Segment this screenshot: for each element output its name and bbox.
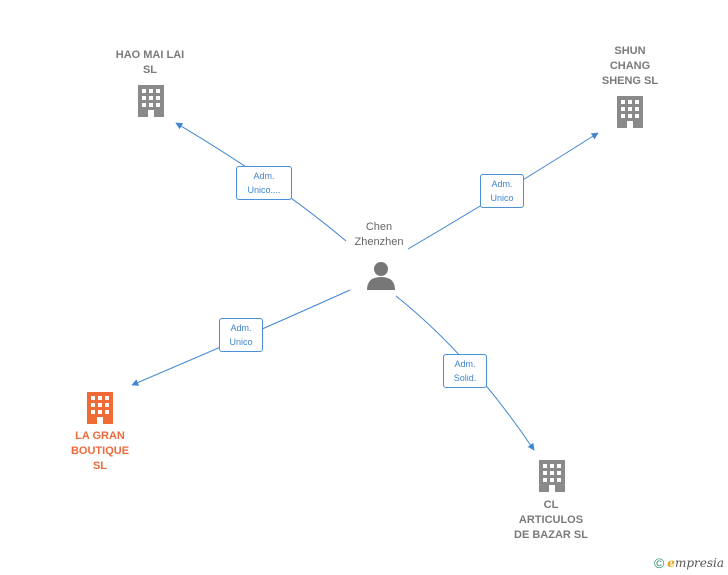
edge-badge-hao[interactable]: Adm. Unico.... <box>236 166 292 200</box>
company-label-shun[interactable]: SHUN CHANG SHENG SL <box>601 45 659 87</box>
building-icon-lagran[interactable] <box>87 392 113 424</box>
brand-logo: empresia <box>667 556 724 570</box>
company-label-lagran[interactable]: LA GRAN BOUTIQUE SL <box>70 430 130 472</box>
edge-badge-cl[interactable]: Adm. Solid. <box>443 354 487 388</box>
building-icon-cl[interactable] <box>539 460 565 492</box>
brand-initial: e <box>667 556 675 570</box>
company-label-hao[interactable]: HAO MAI LAI SL <box>115 49 185 76</box>
building-icon-hao[interactable] <box>138 85 164 117</box>
building-icon-shun[interactable] <box>617 96 643 128</box>
copyright-symbol: © <box>653 555 665 571</box>
brand-rest: mpresia <box>674 556 724 570</box>
company-label-cl[interactable]: CL ARTICULOS DE BAZAR SL <box>514 499 588 541</box>
footer-brand[interactable]: © empresia <box>654 555 724 571</box>
edge-badge-shun[interactable]: Adm. Unico <box>480 174 524 208</box>
person-name[interactable]: Chen Zhenzhen <box>354 221 404 248</box>
person-icon[interactable] <box>367 262 395 290</box>
edge-badge-lagran[interactable]: Adm. Unico <box>219 318 263 352</box>
